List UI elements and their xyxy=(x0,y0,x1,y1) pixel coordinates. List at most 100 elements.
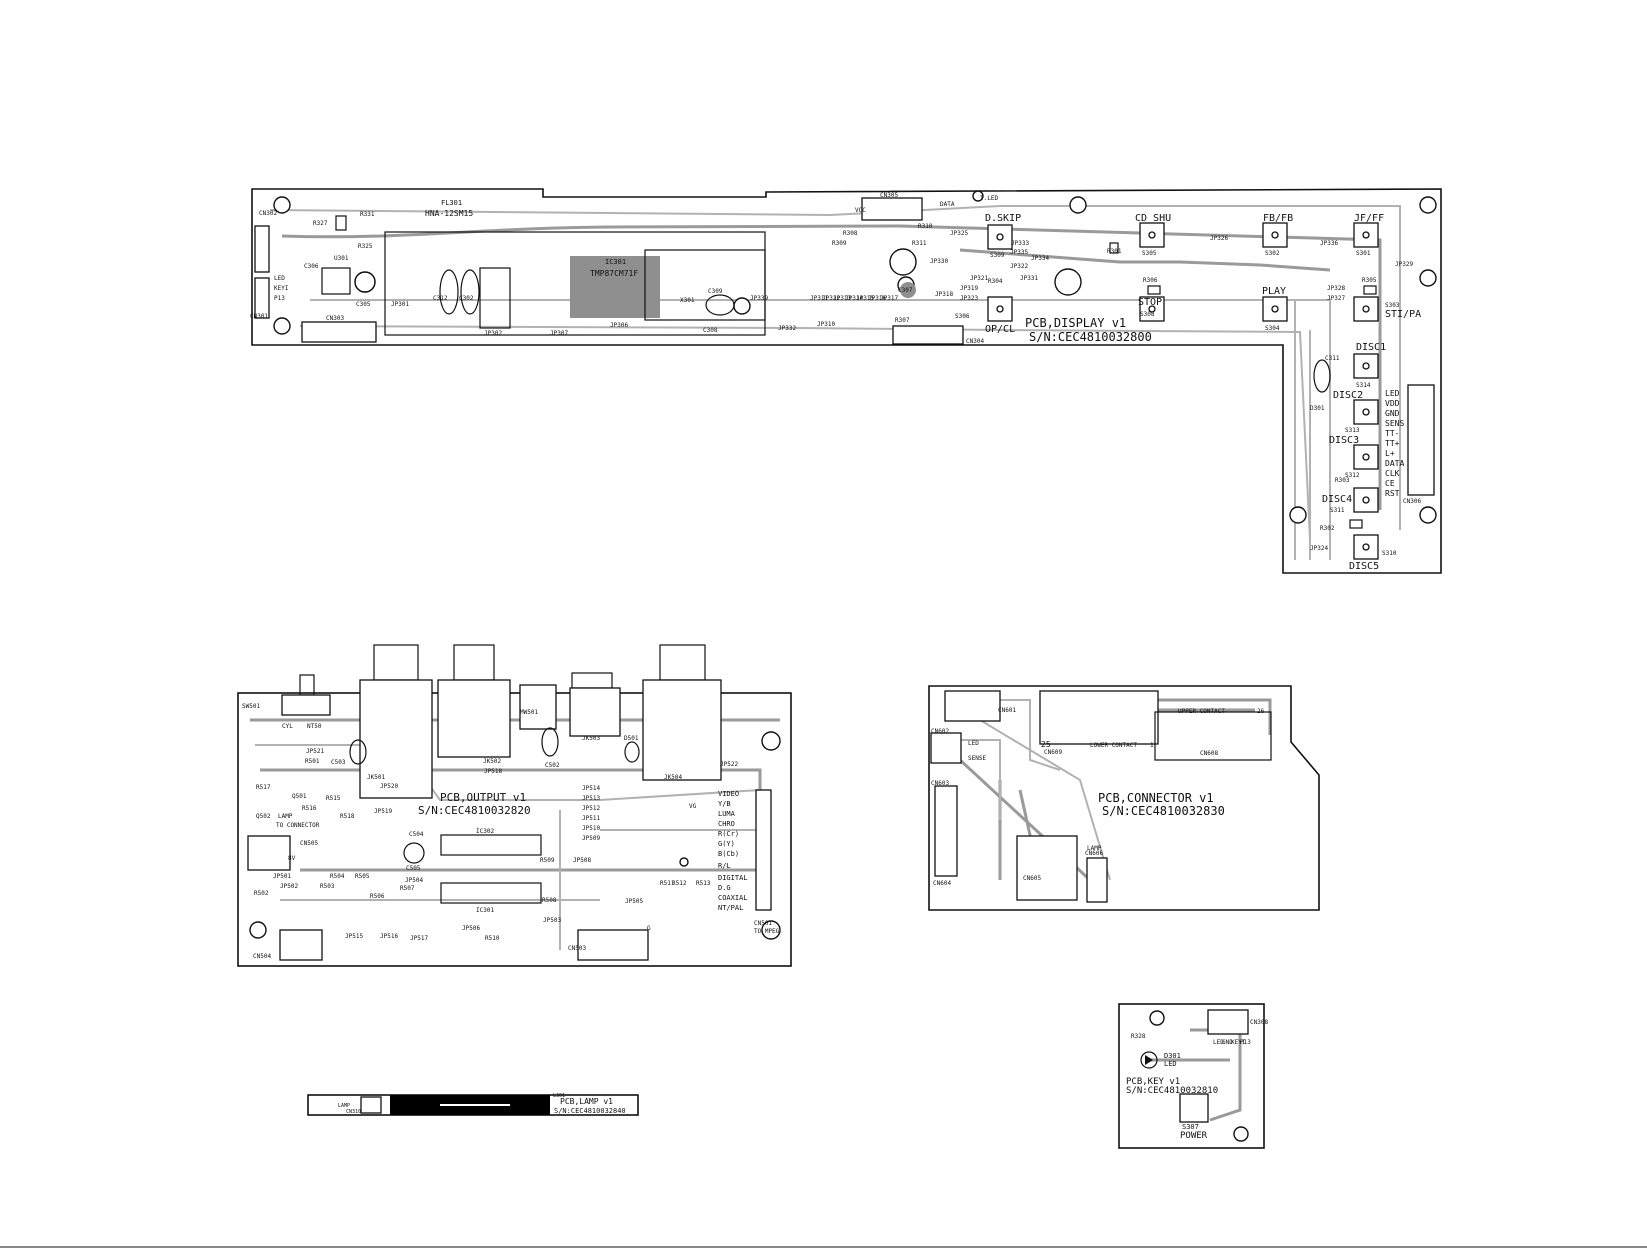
svg-text:CN606: CN606 xyxy=(1085,850,1103,857)
svg-text:B(Cb): B(Cb) xyxy=(718,850,739,858)
cn306-pin-labels: LED VDD GND SENS TT- TT+ L+ DATA CLK CE … xyxy=(1385,389,1404,498)
svg-text:VG: VG xyxy=(689,803,697,810)
switch-label: S304 xyxy=(1265,325,1280,332)
svg-text:R516: R516 xyxy=(302,805,317,812)
svg-text:JP522: JP522 xyxy=(720,761,738,768)
svg-text:R302: R302 xyxy=(1320,525,1335,532)
svg-text:R331: R331 xyxy=(360,211,375,218)
connector-board-serial: S/N:CEC4810032830 xyxy=(1102,804,1225,818)
svg-text:JP519: JP519 xyxy=(374,808,392,815)
svg-text:R515: R515 xyxy=(326,795,341,802)
svg-text:D501: D501 xyxy=(624,735,639,742)
svg-text:CN505: CN505 xyxy=(300,840,318,847)
svg-text:G(Y): G(Y) xyxy=(718,840,735,848)
svg-text:TO MPEG: TO MPEG xyxy=(754,928,780,935)
svg-text:JP330: JP330 xyxy=(930,258,948,265)
lamp-board: PCB,LAMP v1 S/N:CEC4810032840 LAMP CN310… xyxy=(307,1093,639,1116)
svg-text:JP325: JP325 xyxy=(950,230,968,237)
svg-text:R506: R506 xyxy=(370,893,385,900)
svg-text:DIGITAL: DIGITAL xyxy=(718,874,748,882)
cn303-connector xyxy=(301,321,377,343)
key-label: DISC5 xyxy=(1349,561,1379,572)
svg-text:CYL: CYL xyxy=(282,723,293,730)
cn302-connector xyxy=(254,225,270,273)
svg-text:T.LED: T.LED xyxy=(980,195,998,202)
connector-ref: CN303 xyxy=(326,315,344,322)
svg-text:Q501: Q501 xyxy=(292,793,307,800)
key-label: DISC1 xyxy=(1356,342,1386,353)
svg-text:JP312: JP312 xyxy=(822,295,840,302)
switch-label: S309 xyxy=(990,252,1005,259)
output-board-title: PCB,OUTPUT v1 xyxy=(440,791,526,804)
svg-text:R518: R518 xyxy=(340,813,355,820)
svg-text:R(Cr): R(Cr) xyxy=(718,830,739,838)
svg-text:C502: C502 xyxy=(545,762,560,769)
svg-text:X301: X301 xyxy=(680,297,695,304)
svg-text:JP504: JP504 xyxy=(405,877,423,884)
svg-text:JP302: JP302 xyxy=(484,330,502,337)
svg-text:JP513: JP513 xyxy=(582,795,600,802)
svg-text:R508: R508 xyxy=(542,897,557,904)
key-label: OP/CL xyxy=(985,324,1015,335)
switch-label: S312 xyxy=(1345,472,1360,479)
mount-hole xyxy=(1054,268,1082,296)
cn305-connector xyxy=(861,197,923,221)
lamp-board-title: PCB,LAMP v1 xyxy=(560,1097,613,1106)
switch-label: S302 xyxy=(1265,250,1280,257)
svg-text:LED: LED xyxy=(274,275,285,282)
key-label: STOP xyxy=(1138,297,1162,308)
svg-text:D301: D301 xyxy=(1310,405,1325,412)
svg-text:JP511: JP511 xyxy=(582,815,600,822)
fl-ref: FL301 xyxy=(441,199,462,207)
svg-text:26: 26 xyxy=(1257,708,1265,715)
svg-text:JP313: JP313 xyxy=(833,295,851,302)
svg-text:R503: R503 xyxy=(320,883,335,890)
svg-text:CN605: CN605 xyxy=(1023,875,1041,882)
connector-ref: CN302 xyxy=(259,210,277,217)
mount-hole xyxy=(1289,506,1307,524)
switch-label: S305 xyxy=(1142,250,1157,257)
svg-text:C305: C305 xyxy=(356,301,371,308)
svg-text:R327: R327 xyxy=(313,220,328,227)
display-board-title: PCB,DISPLAY v1 xyxy=(1025,316,1126,330)
svg-text:CN504: CN504 xyxy=(253,953,271,960)
svg-text:L+: L+ xyxy=(1385,449,1395,458)
key-label: DISC3 xyxy=(1329,435,1359,446)
svg-text:P13: P13 xyxy=(1240,1039,1251,1046)
svg-text:R311: R311 xyxy=(912,240,927,247)
svg-text:TT+: TT+ xyxy=(1385,439,1400,448)
misc-component-labels: LED KEYI P13 T.LED VCC DATA C309 C308 C3… xyxy=(274,195,1413,552)
led-ref: D301 xyxy=(1164,1052,1181,1060)
svg-text:JP331: JP331 xyxy=(1020,275,1038,282)
svg-text:JP328: JP328 xyxy=(1327,285,1345,292)
svg-text:R513: R513 xyxy=(696,880,711,887)
key-switches xyxy=(987,222,1379,560)
switch-label: S314 xyxy=(1356,382,1371,389)
key-label: CD SHU xyxy=(1135,213,1171,224)
svg-text:GND: GND xyxy=(1222,1039,1233,1046)
mount-hole xyxy=(1419,269,1437,287)
svg-text:JP307: JP307 xyxy=(550,330,568,337)
svg-text:VDD: VDD xyxy=(1385,399,1400,408)
svg-text:JP314: JP314 xyxy=(845,295,863,302)
svg-text:C302: C302 xyxy=(459,295,474,302)
svg-text:CN602: CN602 xyxy=(931,728,949,735)
svg-text:JP510: JP510 xyxy=(582,825,600,832)
svg-text:JP518: JP518 xyxy=(484,768,502,775)
svg-text:JP521: JP521 xyxy=(306,748,324,755)
svg-text:JP306: JP306 xyxy=(610,322,628,329)
jack-ref: JK504 xyxy=(664,774,682,781)
svg-text:JP327: JP327 xyxy=(1327,295,1345,302)
svg-text:R310: R310 xyxy=(918,223,933,230)
svg-text:JP512: JP512 xyxy=(582,805,600,812)
jack-ref: JK502 xyxy=(483,758,501,765)
svg-text:JP321: JP321 xyxy=(970,275,988,282)
connector-misc-labels: CN601 CN602 CN603 CN604 CN605 CN606 CN60… xyxy=(931,707,1265,887)
svg-text:JP316: JP316 xyxy=(868,295,886,302)
l301-label: L301 xyxy=(553,1093,565,1099)
svg-text:R328: R328 xyxy=(1131,1033,1146,1040)
svg-text:JP322: JP322 xyxy=(1010,263,1028,270)
power-label: POWER xyxy=(1180,1131,1208,1141)
connector-ref: CN304 xyxy=(966,338,984,345)
